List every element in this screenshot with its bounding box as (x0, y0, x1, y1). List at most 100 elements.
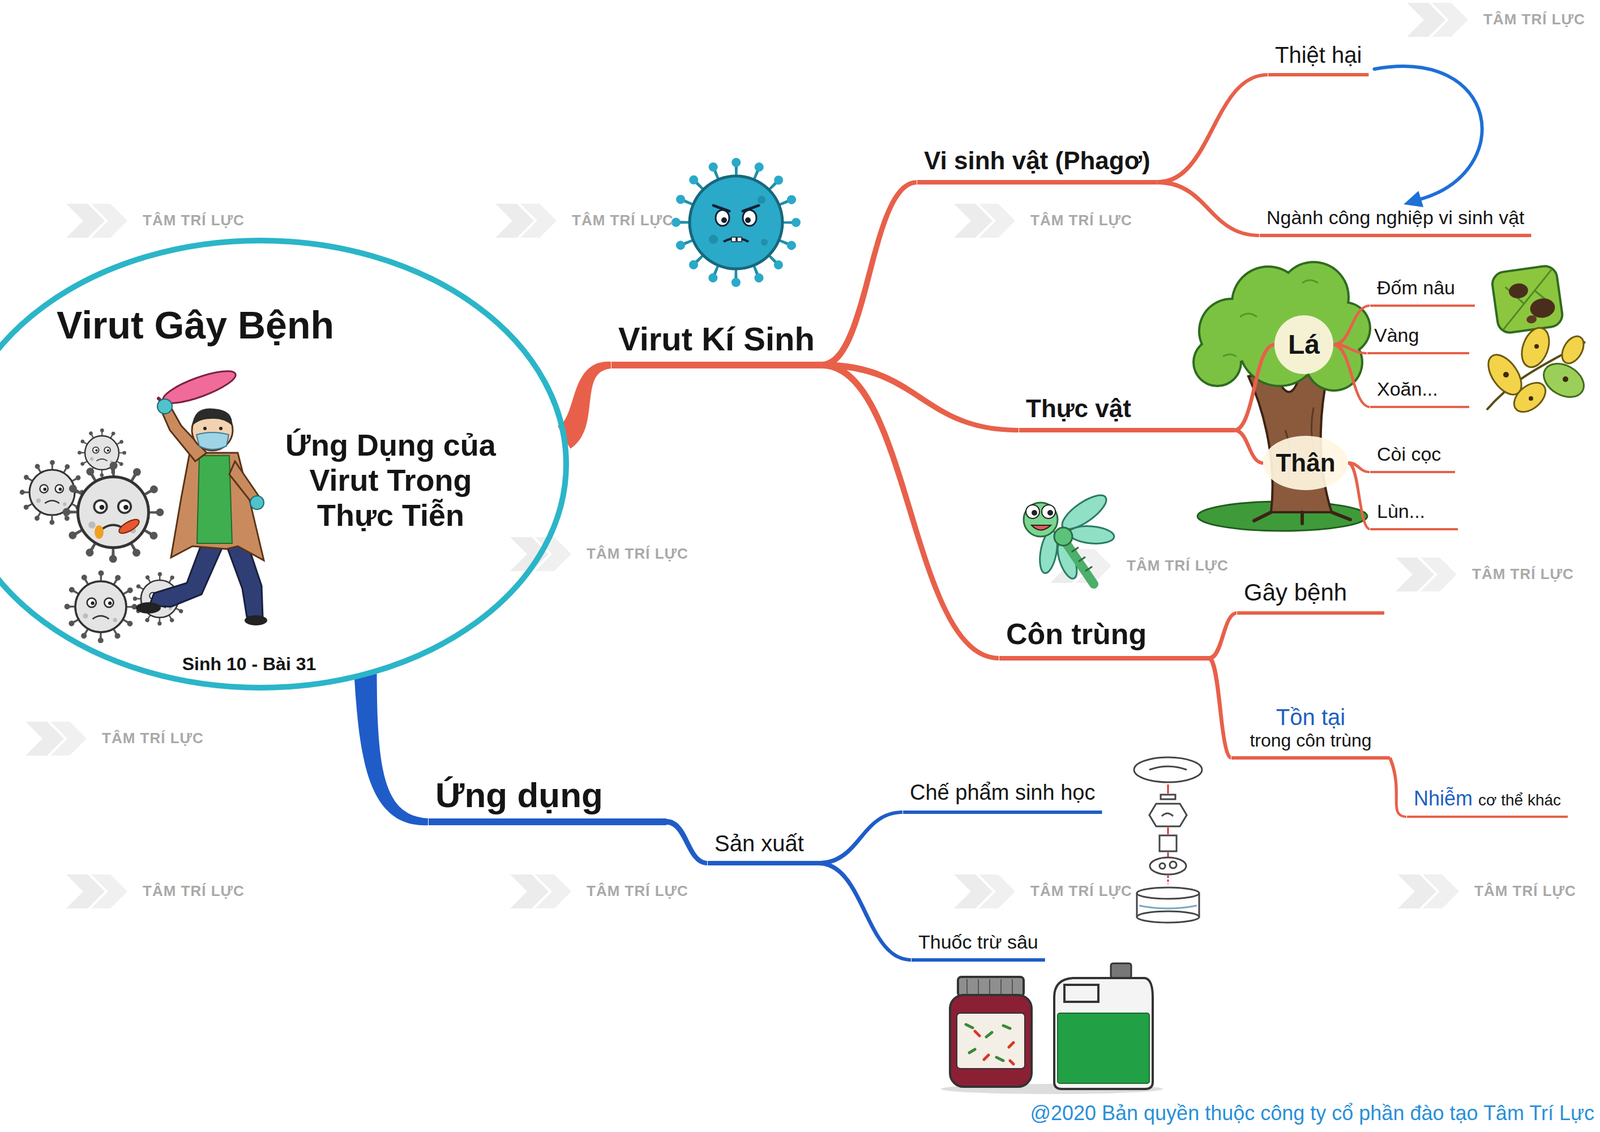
branch-connector (1234, 428, 1264, 466)
dragonfly-illustration-part-part (1068, 524, 1115, 546)
pesticide-jars-part (1057, 1013, 1150, 1084)
brown-spot-leaf (1490, 264, 1564, 335)
watermark-logos-part (1406, 2, 1469, 37)
pesticide-jars (940, 963, 1163, 1095)
branch-text: Đốm nâu (1376, 276, 1456, 299)
branch-connector (1234, 343, 1275, 433)
branch-text: Thuốc trừ sâu (918, 931, 1039, 953)
grey-virus-group-part (67, 573, 135, 641)
branch-connector (1348, 461, 1458, 531)
watermark: TÂM TRÍ LỰC (1472, 566, 1574, 584)
watermark: TÂM TRÍ LỰC (586, 545, 689, 563)
lab-process-illustration (1134, 757, 1202, 923)
branch-connector (666, 819, 819, 866)
yellow-leaves-part (1516, 324, 1555, 372)
tree-part-bubble: Thân (1263, 435, 1349, 491)
branch-leaf: Chế phẩm sinh học (903, 778, 1102, 813)
watermark: TÂM TRÍ LỰC (1483, 11, 1586, 29)
person-figure (135, 365, 268, 626)
lab-process-illustration-part (1136, 911, 1200, 923)
pesticide-jars-part (1054, 978, 1153, 1090)
branch-connector (821, 361, 1209, 661)
branch-text: Thực vật (1025, 394, 1132, 423)
pesticide-jars-part (1064, 985, 1099, 1003)
branch-line (1234, 428, 1264, 466)
lab-process-illustration-part (1169, 861, 1177, 869)
teal-virus-illustration-part (737, 237, 742, 242)
branch-connector (1157, 180, 1532, 238)
lab-process-illustration-part (1167, 784, 1170, 794)
watermark: TÂM TRÍ LỰC (101, 730, 204, 748)
watermark-logos-part (953, 203, 1016, 238)
pesticide-jars-part (967, 979, 1013, 995)
grey-virus-group-part (66, 465, 161, 560)
branch-connector (1333, 343, 1470, 409)
branch-line (1333, 343, 1470, 409)
branch-connector (1208, 611, 1385, 661)
teal-virus-illustration-part (676, 162, 797, 283)
watermark: TÂM TRÍ LỰC (1126, 557, 1229, 575)
brown-spot-leaf-part (1490, 264, 1564, 335)
lab-process-illustration-part (1159, 835, 1177, 852)
watermark: TÂM TRÍ LỰC (1474, 883, 1577, 901)
branch-text: Tồn tại (1238, 704, 1384, 731)
person-figure-part (170, 452, 264, 561)
branch-leaf: Gây bệnh (1237, 576, 1385, 614)
yellow-leaves-part (1537, 356, 1590, 404)
lesson-tag: Sinh 10 - Bài 31 (182, 653, 317, 675)
lab-process-illustration-part (1167, 875, 1170, 885)
dragonfly-illustration-part (1071, 547, 1093, 572)
branch-line (1208, 656, 1390, 760)
dragonfly-illustration-part (1025, 505, 1040, 519)
branch-leaf: Tồn tạitrong côn trùng (1231, 702, 1390, 759)
branch-text: Gây bệnh (1243, 579, 1347, 606)
branch-text: Ngành công nghiệp vi sinh vật (1266, 206, 1525, 229)
branch-line (1388, 757, 1568, 819)
teal-virus-illustration-part (745, 217, 751, 224)
branch-leaf: Vàng (1367, 322, 1470, 354)
branch-line (1157, 73, 1370, 185)
brown-spot-leaf-part (1495, 268, 1560, 330)
arrowhead (1403, 190, 1424, 208)
branch-topic: Thực vật (1019, 392, 1235, 431)
branch-text: Vi sinh vật (Phagơ) (923, 146, 1151, 175)
branch-line (1234, 343, 1275, 433)
teal-virus-illustration-part (721, 217, 727, 224)
branch-topic: Vi sinh vật (Phagơ) (917, 144, 1158, 183)
branch-leaf: Thiệt hại (1268, 39, 1369, 75)
branch-text: Lùn... (1376, 500, 1426, 523)
branch-leaf: Đốm nâu (1370, 274, 1475, 306)
teal-virus-illustration-part (760, 238, 768, 246)
dragonfly-illustration-part (1031, 525, 1051, 531)
branch-line (821, 180, 1158, 369)
copyright-note: @2020 Bản quyền thuộc công ty cổ phần đà… (1029, 1101, 1595, 1125)
lab-process-illustration-part (1161, 813, 1174, 817)
branch-line (1348, 461, 1458, 531)
blue-arrow (1374, 66, 1482, 208)
branch-text: Vàng (1374, 324, 1419, 346)
watermark-logos-part (1397, 874, 1460, 909)
lab-process-illustration-part (1139, 905, 1197, 909)
teal-virus-illustration-part (689, 176, 783, 269)
person-figure-part (196, 432, 229, 450)
branch-leaf: Thuốc trừ sâu (911, 929, 1046, 961)
dragonfly-illustration-part (1023, 502, 1058, 537)
lab-process-illustration-part (1136, 887, 1200, 900)
watermark-logos-part (66, 874, 128, 909)
pesticide-jars-part (950, 995, 1032, 1088)
watermark: TÂM TRÍ LỰC (1030, 212, 1133, 230)
pesticide-jars-part (974, 1031, 1014, 1065)
blue-arrow-line (1374, 66, 1482, 200)
branch-connector (557, 361, 822, 449)
branch-line (1333, 304, 1475, 347)
grey-virus-group (22, 430, 185, 641)
branch-line (354, 673, 667, 826)
branch-line (1157, 180, 1532, 238)
branch-text: Thiệt hại (1275, 42, 1362, 68)
lab-process-illustration-part (1167, 852, 1170, 858)
branch-line (818, 810, 1102, 866)
teal-virus-illustration-part (715, 210, 730, 226)
